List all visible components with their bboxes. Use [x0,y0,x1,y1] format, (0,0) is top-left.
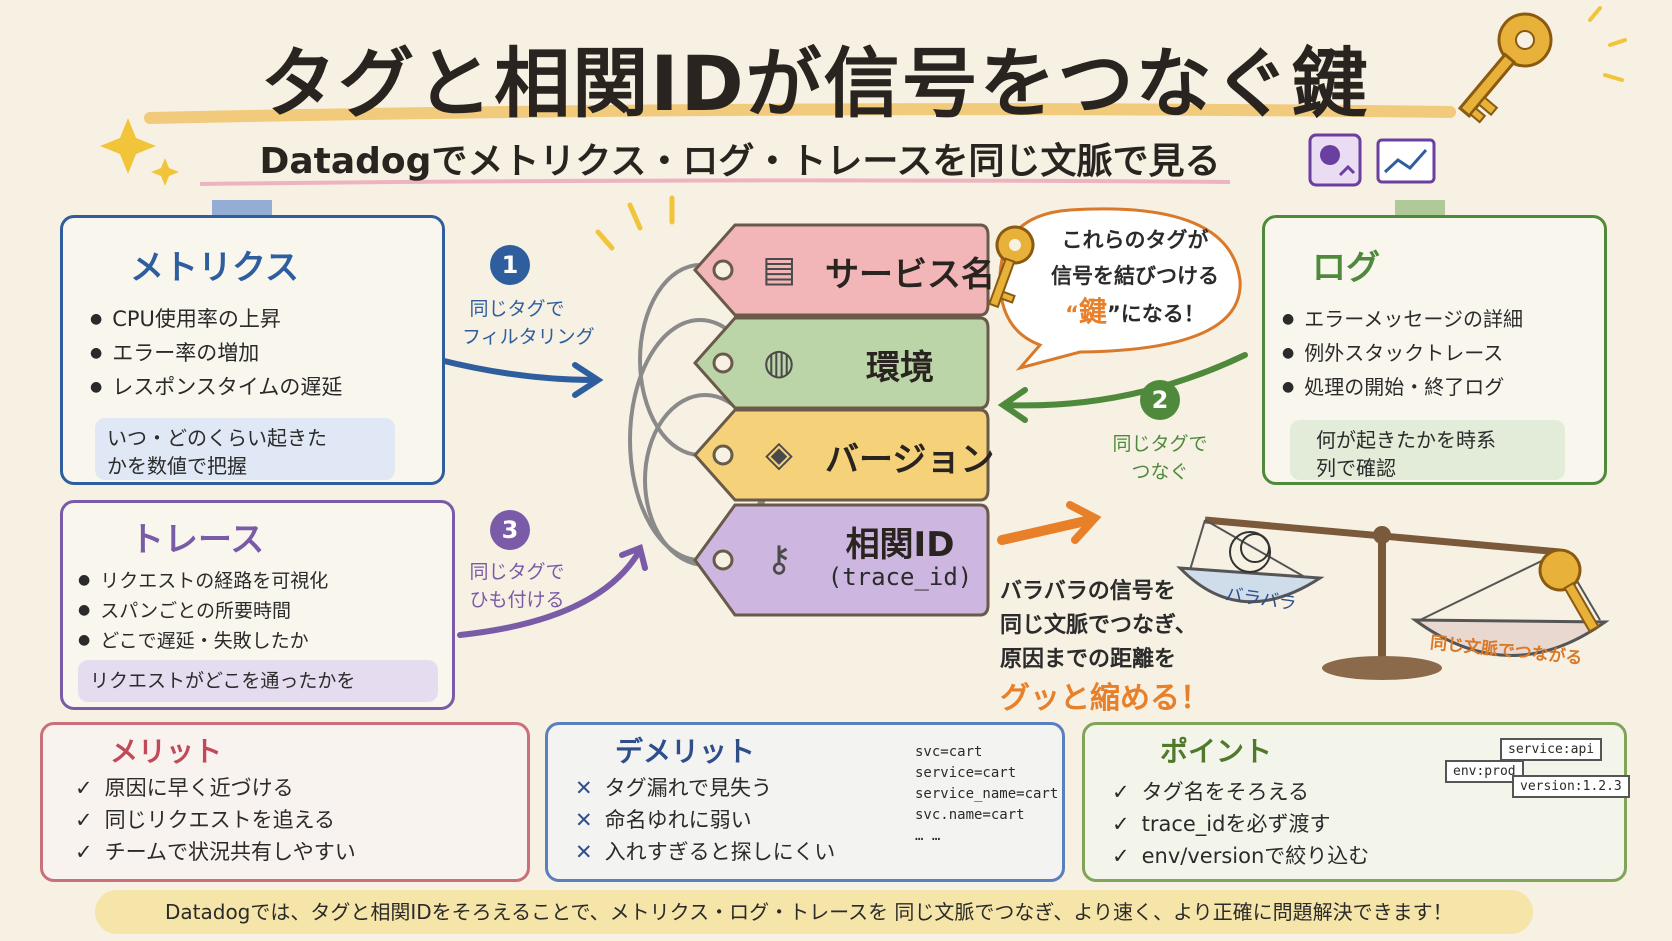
merit-heading: メリット [110,735,223,768]
speech-line3: “鍵”になる！ [1040,294,1230,332]
note-line1: バラバラの信号を [1000,579,1176,604]
list-item: 処理の開始・終了ログ [1282,370,1523,404]
logs-heading: ログ [1312,248,1380,288]
context-note: バラバラの信号を 同じ文脈でつなぎ、 原因までの距離を グッと縮める！ [1000,575,1240,721]
list-item: タグ名をそろえる [1112,776,1369,808]
quote-open: “ [1065,302,1079,326]
server-icon: ▤ [761,249,796,290]
note-line3: 原因までの距離を [1000,647,1177,672]
list-item: 入れすぎると探しにくい [575,836,836,868]
variant-text: service_name=cart [915,786,1059,802]
datadog-icon [1308,133,1362,187]
step-1-line1: 同じタグで [469,298,565,320]
tag-label: 相関ID [845,525,955,565]
speech-line3-rest: ”になる！ [1107,302,1205,326]
step-3-line2: ひも付ける [469,589,565,611]
demerit-list: タグ漏れで見失う 命名ゆれに弱い 入れすぎると探しにくい [575,772,836,868]
key-icon [988,225,1035,309]
price-tag-icon: ◈ [765,434,793,475]
list-item: エラー率の増加 [90,336,342,370]
list-item: チームで状況共有しやすい [75,836,356,868]
point-heading: ポイント [1160,735,1273,768]
list-item: 原因に早く近づける [75,772,356,804]
list-item: スパンごとの所要時間 [78,596,328,626]
list-item: CPU使用率の上昇 [90,302,342,336]
variant-text: … … [915,828,941,844]
logs-summary: 何が起きたかを時系列で確認 [1290,420,1565,480]
step-2-line1: 同じタグで [1112,433,1208,455]
page-title: タグと相関IDが信号をつなぐ鍵 [260,39,1370,128]
step-3-badge: 3 [490,510,530,550]
step-2-badge: 2 [1140,380,1180,420]
list-item: env/versionで絞り込む [1112,840,1370,872]
step-2-note: 同じタグで つなぐ [1105,430,1215,486]
list-item: 同じリクエストを追える [75,804,356,836]
speech-line2: 信号を結びつける [1051,264,1219,288]
tag-label: サービス名 [825,255,995,295]
variant-text: svc.name=cart [915,807,1025,823]
step-1-note: 同じタグで フィルタリング [462,295,595,351]
list-item: 命名ゆれに弱い [575,804,835,836]
tag-shape [692,316,990,410]
merit-list: 原因に早く近づける 同じリクエストを追える チームで状況共有しやすい [75,772,356,868]
traces-summary: リクエストがどこを通ったかを [78,660,438,702]
variant-text: service=cart [915,765,1017,781]
traces-summary-text: リクエストがどこを通ったかを [90,670,356,692]
chart-icon [1376,138,1436,184]
globe-icon: ◍ [763,342,795,383]
list-item: レスポンスタイムの遅延 [90,370,342,404]
list-item: エラーメッセージの詳細 [1282,302,1523,336]
list-item: trace_idを必ず渡す [1112,808,1369,840]
list-item: どこで遅延・失敗したか [78,626,328,656]
metrics-list: CPU使用率の上昇 エラー率の増加 レスポンスタイムの遅延 [90,302,342,404]
point-list: タグ名をそろえる trace_idを必ず渡す env/versionで絞り込む [1112,776,1370,872]
tag-label: バージョン [825,440,995,480]
traces-heading: トレース [130,520,265,560]
tag-sublabel: (trace_id) [827,563,973,591]
tag-shape [692,408,990,502]
step-1-line2: フィルタリング [462,326,595,348]
sparkle-icon [100,118,179,186]
key-icon [1457,12,1553,124]
metrics-summary: いつ・どのくらい起きたかを数値で把握 [95,418,395,480]
list-item: タグ漏れで見失う [575,772,835,804]
note-line2: 同じ文脈でつなぎ、 [1000,613,1197,638]
metrics-summary-text: いつ・どのくらい起きたかを数値で把握 [107,426,327,478]
step-1-badge: 1 [490,245,530,285]
tag-hole [712,259,734,281]
speech-line1: これらのタグが [1061,228,1209,252]
tag-hole [712,549,734,571]
tag-label: 環境 [866,348,934,388]
tag-shape [693,503,990,617]
step-3-note: 同じタグで ひも付ける [462,558,572,614]
bottom-summary: Datadogでは、タグと相関IDをそろえることで、メトリクス・ログ・トレースを… [95,890,1533,934]
key-icon: ⚷ [765,539,793,580]
list-item: 例外スタックトレース [1282,336,1523,370]
tag-chip: version:1.2.3 [1512,775,1630,798]
demerit-heading: デメリット [615,735,756,768]
tag-chip: service:api [1500,738,1603,761]
tag-chip: env:prod [1445,760,1524,783]
traces-list: リクエストの経路を可視化 スパンごとの所要時間 どこで遅延・失敗したか [78,566,328,656]
step-2-line2: つなぐ [1131,461,1189,483]
logs-list: エラーメッセージの詳細 例外スタックトレース 処理の開始・終了ログ [1282,302,1523,404]
metrics-heading: メトリクス [130,248,299,288]
tag-hole [712,352,734,374]
balance-scale-icon [1176,516,1610,680]
logs-summary-text: 何が起きたかを時系列で確認 [1316,428,1496,480]
variant-text: svc=cart [915,744,983,760]
key-word: 鍵 [1078,295,1107,328]
list-item: リクエストの経路を可視化 [78,566,328,596]
tag-shape [692,223,990,317]
tag-hole [712,444,734,466]
page-subtitle: Datadogでメトリクス・ログ・トレースを同じ文脈で見る [259,141,1221,182]
speech-text: これらのタグが 信号を結びつける “鍵”になる！ [1040,222,1230,332]
naming-variants: svc=cart service=cart service_name=cart … [915,742,1058,847]
note-line4: グッと縮める！ [1000,681,1210,716]
step-3-line1: 同じタグで [469,561,565,583]
